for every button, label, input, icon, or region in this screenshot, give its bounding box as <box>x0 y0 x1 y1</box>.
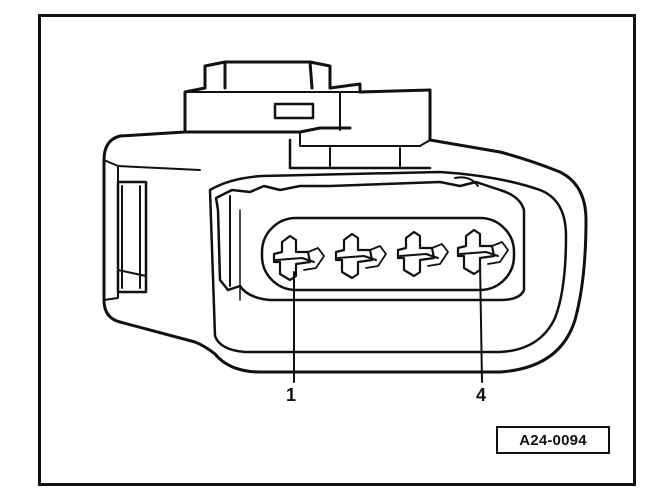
pin-cavity-1 <box>272 234 325 282</box>
inner-recess <box>208 170 568 354</box>
pin-face <box>260 216 516 292</box>
connector-housing <box>102 88 588 374</box>
side-latch <box>116 180 148 294</box>
pin-cavities <box>272 228 509 282</box>
leader-line-4 <box>479 261 483 383</box>
leader-lines <box>293 261 483 383</box>
locking-tab <box>183 60 362 134</box>
callout-pin-1: 1 <box>286 385 297 405</box>
callout-pin-4: 4 <box>476 385 487 405</box>
pin-cavity-4 <box>456 228 509 276</box>
pin-cavity-3 <box>396 230 449 278</box>
terminal-insert <box>214 176 526 302</box>
pin-cavity-2 <box>334 232 387 280</box>
figure-id-label: A24-0094 <box>496 426 610 454</box>
